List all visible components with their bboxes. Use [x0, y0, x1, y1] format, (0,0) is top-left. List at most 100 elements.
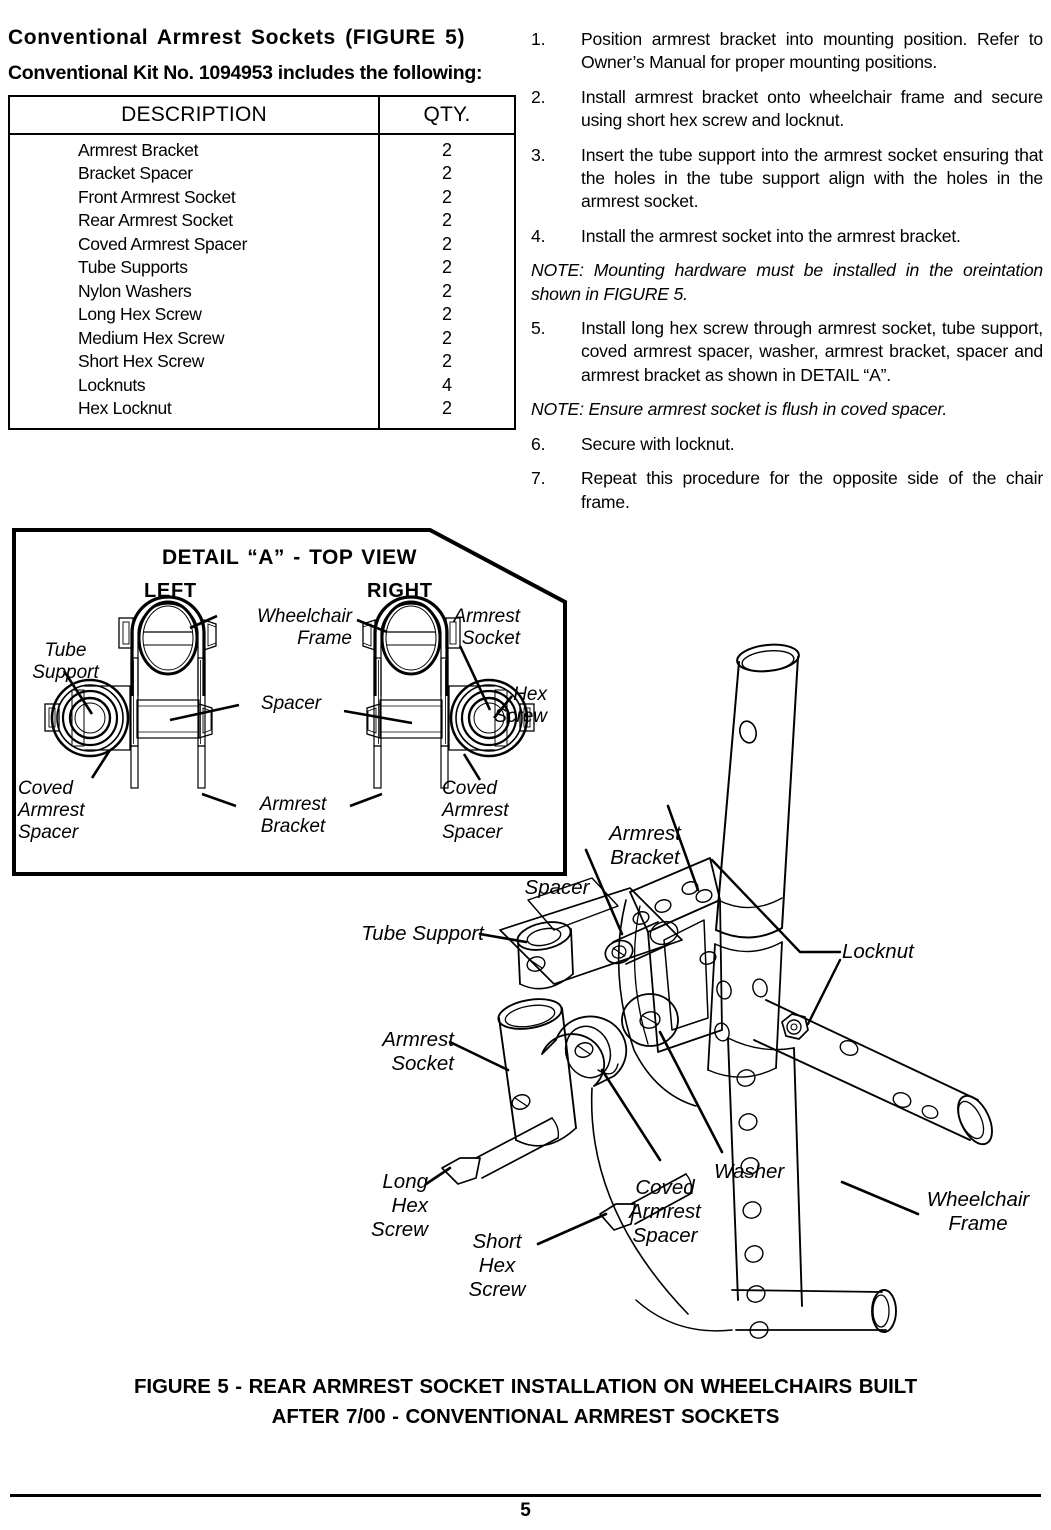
- step-number: 5.: [531, 318, 546, 339]
- part-qty: 2: [441, 398, 452, 419]
- part-description: Long Hex Screw: [78, 304, 202, 325]
- step-text: Position armrest bracket into mounting p…: [581, 29, 1043, 73]
- main-label-coved-armrest-spacer: Coved Armrest Spacer: [629, 1176, 701, 1247]
- detail-label-coved-spacer-left: Coved Armrest Spacer: [18, 778, 85, 843]
- instruction-note: NOTE: Ensure armrest socket is flush in …: [531, 399, 948, 420]
- main-label-armrest-socket: Armrest Socket: [382, 1028, 454, 1075]
- part-description: Bracket Spacer: [78, 163, 193, 184]
- main-label-long-hex-screw: Long Hex Screw: [371, 1170, 428, 1241]
- left-assembly: [44, 595, 217, 789]
- coved-armrest-spacer-part: [541, 1015, 628, 1087]
- part-qty: 4: [441, 374, 452, 395]
- page-title: Conventional Armrest Sockets (FIGURE 5): [8, 26, 466, 49]
- main-label-tube-support: Tube Support: [361, 922, 484, 945]
- step-number: 6.: [531, 433, 546, 454]
- mounting-plate: [499, 877, 683, 985]
- back-post-tube: [714, 643, 800, 953]
- part-description: Rear Armrest Socket: [78, 210, 233, 231]
- main-label-spacer: Spacer: [524, 876, 590, 899]
- step-text: Repeat this procedure for the opposite s…: [581, 468, 1043, 512]
- part-qty: 2: [441, 351, 452, 372]
- detail-a-diagram: DETAIL “A” - TOP VIEW LEFT RIGHT: [12, 528, 567, 876]
- instruction-step: 3. Insert the tube support into the armre…: [531, 144, 1043, 214]
- detail-side-left: LEFT: [144, 580, 197, 602]
- part-qty: 2: [441, 163, 452, 184]
- part-description: Front Armrest Socket: [78, 186, 236, 207]
- wheelchair-frame-horizontal-tube: [753, 999, 993, 1146]
- instruction-step: 2. Install armrest bracket onto wheelchai…: [531, 86, 1043, 133]
- armrest-bracket-part: [617, 857, 723, 1107]
- figure-caption-line2: AFTER 7/00 - CONVENTIONAL ARMREST SOCKET…: [271, 1405, 780, 1428]
- parts-list-column: Conventional Armrest Sockets (FIGURE 5) …: [8, 26, 516, 430]
- step-text: Install long hex screw through armrest s…: [581, 318, 1043, 385]
- step-text: Install armrest bracket onto wheelchair …: [581, 86, 1043, 131]
- part-qty: 2: [441, 257, 452, 278]
- locknut-part: [781, 1013, 809, 1040]
- part-qty: 2: [441, 280, 452, 301]
- kit-subtitle: Conventional Kit No. 1094953 includes th…: [8, 62, 483, 85]
- detail-leader-lines: [62, 614, 514, 808]
- step-text: Secure with locknut.: [581, 433, 735, 454]
- part-description: Locknuts: [78, 374, 146, 395]
- detail-label-hex-screw: Hex Screw: [494, 684, 547, 727]
- part-qty: 2: [441, 304, 452, 325]
- detail-label-spacer: Spacer: [260, 693, 322, 714]
- part-description: Coved Armrest Spacer: [78, 233, 248, 254]
- figure-caption-line1: FIGURE 5 - REAR ARMREST SOCKET INSTALLAT…: [133, 1375, 918, 1398]
- column-header-qty: QTY.: [378, 94, 516, 135]
- instruction-note: NOTE: Mounting hardware must be installe…: [531, 260, 1043, 304]
- instruction-step: 5. Install long hex screw through armrest…: [531, 317, 1043, 387]
- part-qty: 2: [441, 233, 452, 254]
- detail-label-armrest-socket: Armrest Socket: [453, 606, 521, 649]
- part-qty: 2: [441, 139, 452, 160]
- step-number: 2.: [531, 86, 546, 107]
- step-text: Insert the tube support into the armrest…: [581, 144, 1043, 212]
- long-hex-screw-part: [441, 1117, 560, 1185]
- part-description: Armrest Bracket: [78, 139, 199, 160]
- main-label-locknut: Locknut: [842, 940, 914, 963]
- detail-title: DETAIL “A” - TOP VIEW: [162, 546, 417, 569]
- main-leader-lines: [424, 804, 920, 1246]
- column-header-description: DESCRIPTION: [8, 94, 380, 135]
- part-qty: 2: [441, 210, 452, 231]
- exploded-assembly-drawing: Armrest Bracket Spacer Tube Support Armr…: [330, 600, 1051, 1360]
- spacer-part: [604, 920, 679, 965]
- wheelchair-frame-vertical-post: [590, 1037, 897, 1339]
- detail-label-armrest-bracket: Armrest Bracket: [259, 794, 327, 837]
- instruction-step: 7. Repeat this procedure for the opposite…: [531, 467, 1043, 514]
- detail-mechanism-artwork: [44, 595, 535, 808]
- footer-divider: [10, 1494, 1041, 1497]
- part-qty: 2: [441, 186, 452, 207]
- main-label-short-hex-screw: Short Hex Screw: [468, 1230, 526, 1301]
- instruction-step: 1. Position armrest bracket into mounting…: [531, 28, 1043, 75]
- main-label-washer: Washer: [714, 1160, 785, 1183]
- detail-label-coved-spacer-right: Coved Armrest Spacer: [442, 778, 509, 843]
- exploded-artwork: [424, 643, 993, 1339]
- part-description: Medium Hex Screw: [78, 327, 225, 348]
- detail-label-wheelchair-frame: Wheelchair Frame: [256, 606, 352, 649]
- step-number: 4.: [531, 225, 546, 246]
- part-description: Nylon Washers: [78, 280, 192, 301]
- part-description: Hex Locknut: [78, 398, 172, 419]
- figure-caption: FIGURE 5 - REAR ARMREST SOCKET INSTALLAT…: [0, 1372, 1051, 1432]
- table-header-row: DESCRIPTION QTY.: [8, 94, 516, 135]
- main-label-wheelchair-frame: Wheelchair Frame: [926, 1188, 1030, 1235]
- step-number: 3.: [531, 144, 546, 165]
- step-number: 7.: [531, 468, 546, 489]
- detail-label-tube-support: Tube Support: [32, 640, 99, 683]
- instruction-step: 4. Install the armrest socket into the ar…: [531, 225, 1043, 248]
- instructions-column: 1. Position armrest bracket into mounting…: [531, 28, 1043, 525]
- washer-part: [621, 993, 679, 1047]
- part-description: Short Hex Screw: [78, 351, 205, 372]
- main-label-armrest-bracket: Armrest Bracket: [609, 822, 681, 869]
- part-qty: 2: [441, 327, 452, 348]
- step-text: Install the armrest socket into the armr…: [581, 225, 961, 246]
- step-number: 1.: [531, 29, 546, 49]
